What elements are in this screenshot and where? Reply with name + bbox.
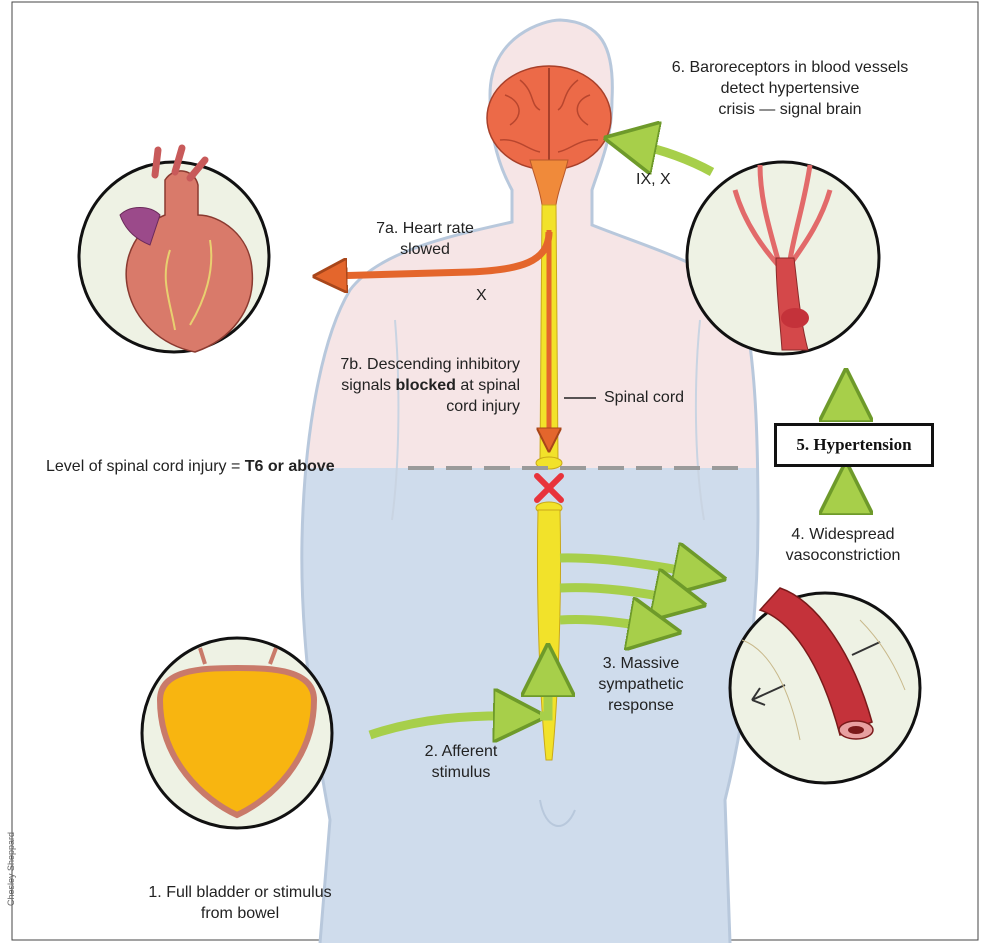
step1-line1: 1. Full bladder or stimulus <box>110 882 370 903</box>
step2-line1: 2. Afferent <box>396 741 526 762</box>
step2-line2: stimulus <box>396 762 526 783</box>
nerve-x-label: X <box>476 285 487 306</box>
step4-line2: vasoconstriction <box>738 545 948 566</box>
baroreceptor-arrow <box>630 143 712 172</box>
step7a-line1: 7a. Heart rate <box>345 218 505 239</box>
step7b-label: 7b. Descending inhibitory signals blocke… <box>250 354 520 417</box>
step1-label: 1. Full bladder or stimulus from bowel <box>110 882 370 924</box>
step3-line3: response <box>566 695 716 716</box>
step7b-line2-b: at spinal <box>456 377 520 394</box>
injury-level-prefix: Level of spinal cord injury = <box>46 458 245 475</box>
nerve-ix-x-label: IX, X <box>636 169 671 190</box>
heart-circle <box>79 148 269 352</box>
injury-level-label: Level of spinal cord injury = T6 or abov… <box>46 456 335 477</box>
step6-line2: detect hypertensive <box>640 78 940 99</box>
vessels-circle <box>687 162 879 354</box>
step1-line2: from bowel <box>110 903 370 924</box>
injury-level-value: T6 or above <box>245 458 335 475</box>
step7b-line1: 7b. Descending inhibitory <box>250 354 520 375</box>
bladder-circle <box>142 638 332 828</box>
step6-label: 6. Baroreceptors in blood vessels detect… <box>640 57 940 120</box>
step6-line1: 6. Baroreceptors in blood vessels <box>640 57 940 78</box>
step4-line1: 4. Widespread <box>738 524 948 545</box>
step4-label: 4. Widespread vasoconstriction <box>738 524 948 566</box>
step7a-line2: slowed <box>345 239 505 260</box>
step3-line2: sympathetic <box>566 674 716 695</box>
step2-label: 2. Afferent stimulus <box>396 741 526 783</box>
step3-line1: 3. Massive <box>566 653 716 674</box>
illustrator-credit: Chesley Sheppard <box>6 814 16 924</box>
artery-circle <box>730 588 920 783</box>
step7a-label: 7a. Heart rate slowed <box>345 218 505 260</box>
spinal-cord-label: Spinal cord <box>604 387 684 408</box>
step7b-line3: cord injury <box>250 396 520 417</box>
step6-line3: crisis — signal brain <box>640 99 940 120</box>
step7b-line2-a: signals <box>341 377 395 394</box>
step7b-line2: signals blocked at spinal <box>250 375 520 396</box>
hypertension-box: 5. Hypertension <box>774 423 934 467</box>
step3-label: 3. Massive sympathetic response <box>566 653 716 716</box>
step7b-blocked: blocked <box>395 377 455 394</box>
